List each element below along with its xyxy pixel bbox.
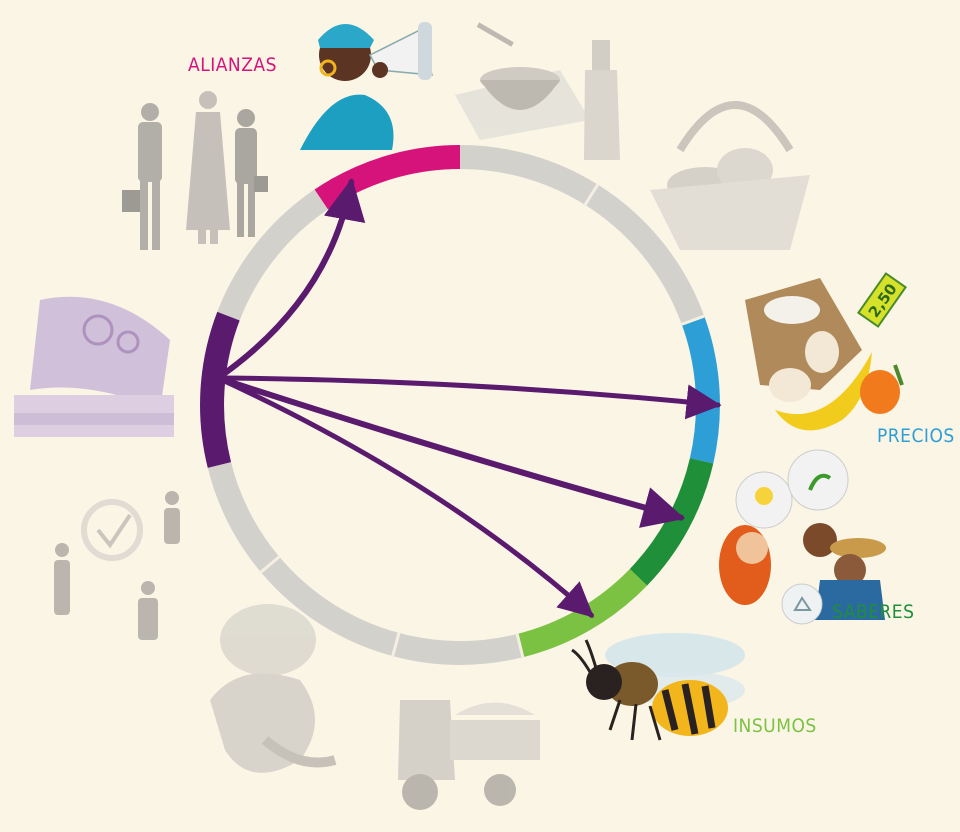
ring-divider [515, 632, 525, 659]
flow-to-saberes [215, 375, 686, 528]
basket-icon [650, 101, 810, 250]
label-insumos: INSUMOS [733, 715, 817, 737]
ring-segment-saberes [629, 457, 714, 586]
ring-divider [259, 554, 281, 574]
ring-segment-alianzas [330, 145, 461, 201]
ring-segment-alianzas-accent [314, 177, 346, 210]
people-network-icon [54, 491, 180, 640]
label-saberes: SABERES [832, 601, 915, 623]
ring-segment-truck [392, 632, 523, 665]
ring-divider [583, 182, 600, 207]
food-sack-fruit-price-icon [745, 278, 904, 431]
people-knowledge-icon [719, 449, 886, 625]
ring-segment-precios [681, 316, 720, 464]
business-people-icon [122, 91, 268, 250]
flows [215, 177, 722, 618]
ring-segment-harvest [260, 556, 400, 657]
ring-segment-business-people [217, 179, 343, 321]
flow-to-insumos [215, 375, 595, 618]
ring-segment-money [200, 311, 240, 468]
ring-segment-people-network [207, 461, 280, 573]
ring-divider [390, 631, 401, 658]
label-alianzas: ALIANZAS [188, 54, 277, 76]
ring-segment-bowl [459, 145, 598, 205]
bowl-and-bottle-icon [455, 22, 620, 160]
price-tag: 2,50 [857, 272, 907, 328]
ring-segment-insumos [516, 568, 648, 658]
woman-megaphone-icon [300, 22, 434, 150]
money-stack-icon [14, 296, 174, 437]
ring [200, 145, 720, 665]
ring-divider [680, 314, 706, 327]
harvest-icon [210, 604, 337, 773]
ring-segment-basket [584, 184, 705, 325]
label-precios: PRECIOS [877, 425, 955, 447]
flow-to-precios [215, 375, 722, 420]
flow-to-alianzas [215, 177, 366, 381]
three-wheel-truck-icon [398, 700, 540, 810]
bee-icon [571, 633, 745, 741]
